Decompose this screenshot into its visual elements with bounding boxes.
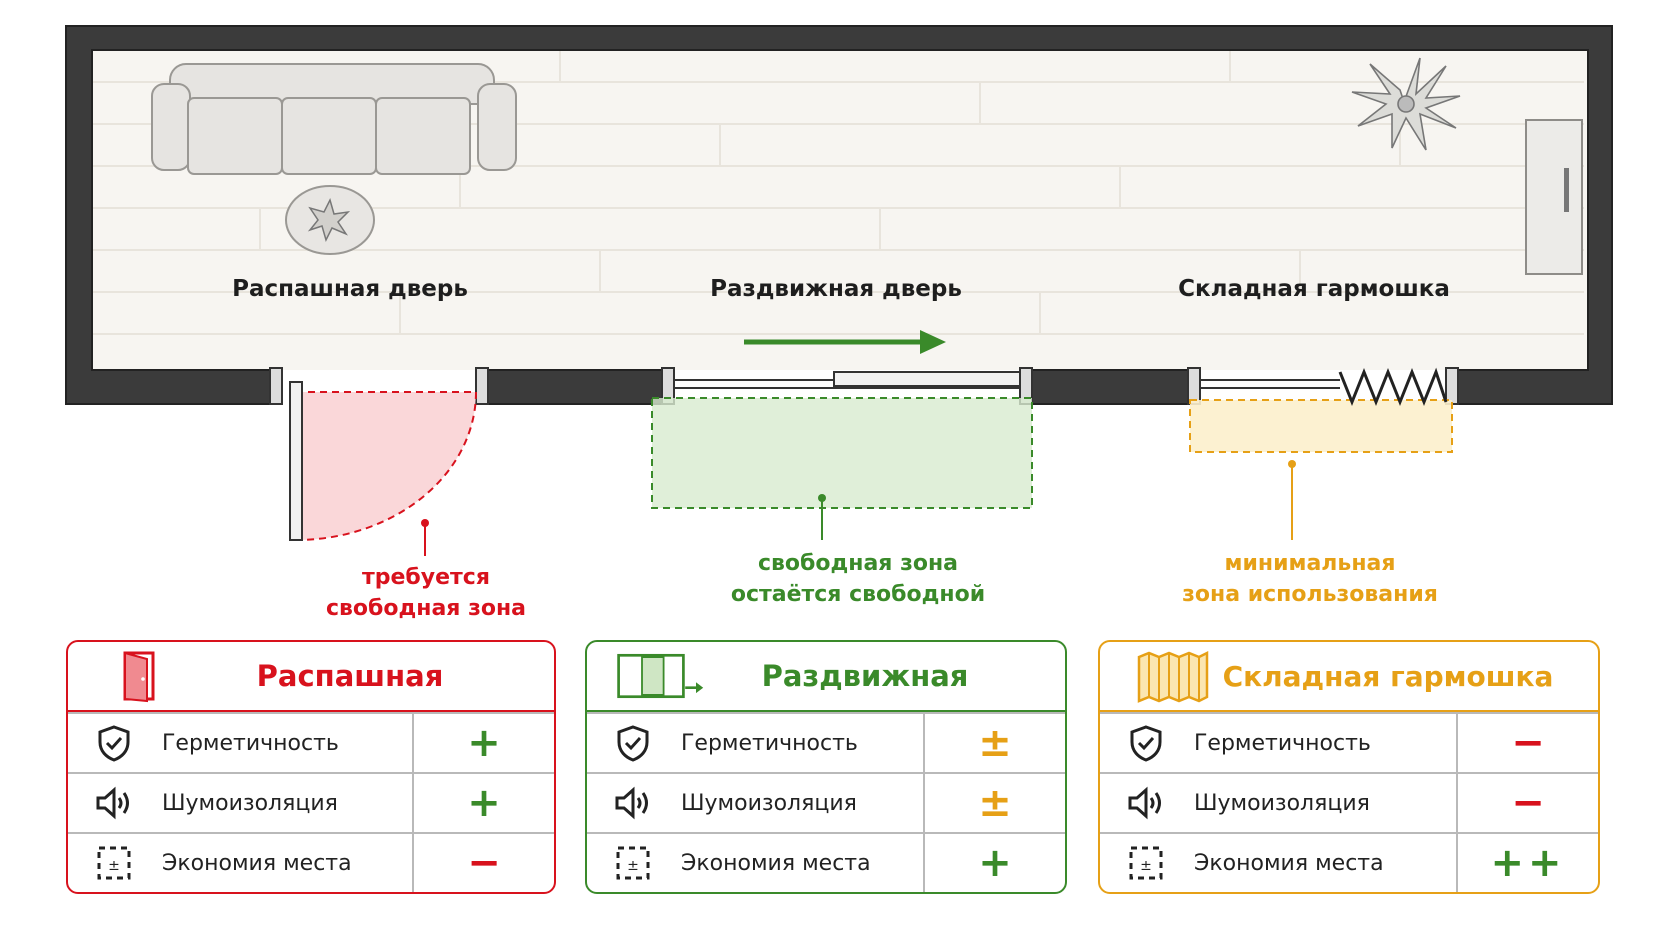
note-swing-line1: требуется <box>362 565 490 590</box>
cabinet <box>1525 119 1583 275</box>
note-folding-line1: минимальная <box>1224 551 1395 576</box>
row-label: Шумоизоляция <box>1194 790 1370 816</box>
note-sliding-line1: свободная зона <box>758 551 958 576</box>
speaker-icon <box>80 786 148 820</box>
card-title: Распашная <box>256 659 444 693</box>
row-value: + <box>412 714 554 772</box>
table-row: ± Экономия места − <box>68 832 554 892</box>
door-jamb <box>269 367 283 405</box>
plant <box>1351 57 1461 151</box>
card-title: Складная гармошка <box>1222 659 1554 693</box>
row-label: Экономия места <box>162 850 352 876</box>
row-label: Шумоизоляция <box>162 790 338 816</box>
svg-text:±: ± <box>627 858 639 874</box>
card-header: Распашная <box>68 642 554 712</box>
door-jamb <box>1445 367 1459 405</box>
leader-sliding <box>818 494 826 540</box>
row-value: − <box>412 834 554 892</box>
folding-door-leaves <box>1338 367 1448 407</box>
speaker-icon <box>1112 786 1180 820</box>
swing-clearance-zone <box>296 392 476 540</box>
sliding-clearance-zone <box>651 397 1033 509</box>
table-row: ± Экономия места ++ <box>1100 832 1598 892</box>
sofa <box>151 63 517 175</box>
space-frame-icon: ± <box>1112 845 1180 881</box>
card-header: Раздвижная <box>587 642 1065 712</box>
shield-check-icon <box>1112 724 1180 762</box>
note-folding-line2: зона использования <box>1182 582 1438 607</box>
row-label: Герметичность <box>162 730 339 756</box>
svg-text:±: ± <box>1140 858 1152 874</box>
folding-clearance-zone <box>1189 399 1453 453</box>
swing-door-leaf <box>289 381 303 541</box>
swing-door-icon <box>96 649 186 703</box>
wall-segment <box>1023 369 1201 405</box>
row-value: ++ <box>1456 834 1598 892</box>
folding-door-icon <box>1128 649 1218 703</box>
label-folding-door: Складная гармошка <box>1178 276 1450 302</box>
card-folding: Складная гармошка Герметичность − Шумоиз… <box>1098 640 1600 894</box>
table-row: Шумоизоляция ± <box>587 772 1065 832</box>
direction-arrowhead <box>920 330 946 354</box>
table-row: Герметичность − <box>1100 712 1598 772</box>
door-jamb <box>475 367 489 405</box>
label-swing-door: Распашная дверь <box>232 276 468 302</box>
space-frame-icon: ± <box>599 845 667 881</box>
row-label: Шумоизоляция <box>681 790 857 816</box>
shield-check-icon <box>80 724 148 762</box>
note-swing-line2: свободная зона <box>326 596 526 621</box>
speaker-icon <box>599 786 667 820</box>
table-row: ± Экономия места + <box>587 832 1065 892</box>
shield-check-icon <box>599 724 667 762</box>
table-row: Шумоизоляция − <box>1100 772 1598 832</box>
card-title: Раздвижная <box>761 659 969 693</box>
row-value: ± <box>923 774 1065 832</box>
svg-text:±: ± <box>108 858 120 874</box>
card-header: Складная гармошка <box>1100 642 1598 712</box>
coffee-table <box>285 185 375 255</box>
card-sliding: Раздвижная Герметичность ± Шумоизоляция … <box>585 640 1067 894</box>
sliding-door-icon <box>615 649 705 703</box>
row-value: + <box>923 834 1065 892</box>
table-row: Герметичность + <box>68 712 554 772</box>
label-sliding-door: Раздвижная дверь <box>710 276 962 302</box>
sliding-door-leaf <box>833 371 1021 387</box>
space-frame-icon: ± <box>80 845 148 881</box>
row-label: Герметичность <box>1194 730 1371 756</box>
swing-arc <box>295 391 477 541</box>
row-label: Экономия места <box>1194 850 1384 876</box>
door-jamb <box>1187 367 1201 405</box>
row-value: − <box>1456 774 1598 832</box>
row-value: ± <box>923 714 1065 772</box>
note-sliding-line2: остаётся свободной <box>731 582 985 607</box>
table-row: Герметичность ± <box>587 712 1065 772</box>
row-value: + <box>412 774 554 832</box>
row-label: Экономия места <box>681 850 871 876</box>
row-label: Герметичность <box>681 730 858 756</box>
leader-swing <box>421 519 429 556</box>
row-value: − <box>1456 714 1598 772</box>
table-row: Шумоизоляция + <box>68 772 554 832</box>
card-swing: Распашная Герметичность + Шумоизоляция +… <box>66 640 556 894</box>
leader-folding <box>1288 460 1296 540</box>
wall-segment <box>477 369 673 405</box>
